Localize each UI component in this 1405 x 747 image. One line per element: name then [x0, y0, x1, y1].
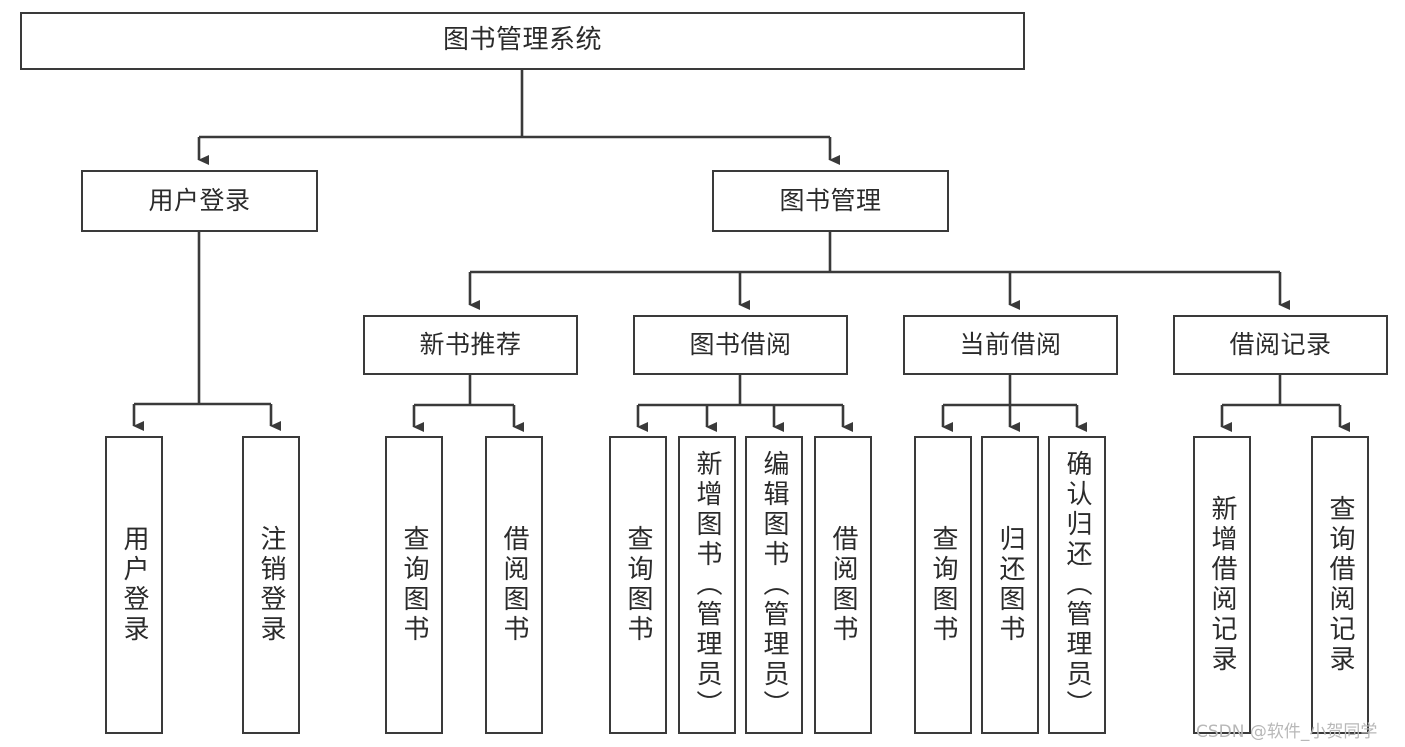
node-label: 用户登录: [148, 186, 251, 215]
node-leaf-query-books-bb[interactable]: 查询图书: [609, 436, 667, 734]
node-borrowing-records[interactable]: 借阅记录: [1173, 315, 1388, 375]
node-label: 图书管理系统: [442, 25, 602, 56]
node-label: 编辑图书（管理员）: [759, 450, 789, 720]
node-leaf-user-login[interactable]: 用户登录: [105, 436, 163, 734]
node-new-book-recommendation[interactable]: 新书推荐: [363, 315, 578, 375]
node-label: 借阅图书: [828, 525, 858, 645]
node-leaf-query-books-cb[interactable]: 查询图书: [914, 436, 972, 734]
node-label: 借阅图书: [499, 525, 529, 645]
node-leaf-borrow-books-bb[interactable]: 借阅图书: [814, 436, 872, 734]
node-leaf-query-borrow-record[interactable]: 查询借阅记录: [1311, 436, 1369, 734]
node-label: 新书推荐: [419, 330, 522, 359]
node-leaf-query-books-nb[interactable]: 查询图书: [385, 436, 443, 734]
node-label: 图书管理: [779, 186, 882, 215]
node-leaf-add-book-admin[interactable]: 新增图书（管理员）: [678, 436, 736, 734]
node-book-management[interactable]: 图书管理: [712, 170, 949, 232]
node-user-login[interactable]: 用户登录: [81, 170, 318, 232]
node-leaf-add-borrow-record[interactable]: 新增借阅记录: [1193, 436, 1251, 734]
node-label: 查询借阅记录: [1325, 495, 1355, 675]
node-label: 确认归还（管理员）: [1062, 450, 1092, 720]
node-label: 查询图书: [928, 525, 958, 645]
node-leaf-borrow-books-nb[interactable]: 借阅图书: [485, 436, 543, 734]
node-leaf-return-books[interactable]: 归还图书: [981, 436, 1039, 734]
node-leaf-edit-book-admin[interactable]: 编辑图书（管理员）: [745, 436, 803, 734]
node-label: 归还图书: [995, 525, 1025, 645]
node-label: 当前借阅: [959, 330, 1062, 359]
node-label: 用户登录: [119, 525, 149, 645]
node-leaf-logout[interactable]: 注销登录: [242, 436, 300, 734]
node-book-borrowing[interactable]: 图书借阅: [633, 315, 848, 375]
node-label: 新增借阅记录: [1207, 495, 1237, 675]
node-label: 查询图书: [623, 525, 653, 645]
node-leaf-confirm-return-admin[interactable]: 确认归还（管理员）: [1048, 436, 1106, 734]
node-label: 借阅记录: [1229, 330, 1332, 359]
node-label: 新增图书（管理员）: [692, 450, 722, 720]
node-current-borrowing[interactable]: 当前借阅: [903, 315, 1118, 375]
csdn-watermark: CSDN @软件_小贺同学: [1196, 722, 1378, 742]
node-label: 查询图书: [399, 525, 429, 645]
node-root-book-management-system[interactable]: 图书管理系统: [20, 12, 1025, 70]
node-label: 图书借阅: [689, 330, 792, 359]
node-label: 注销登录: [256, 525, 286, 645]
